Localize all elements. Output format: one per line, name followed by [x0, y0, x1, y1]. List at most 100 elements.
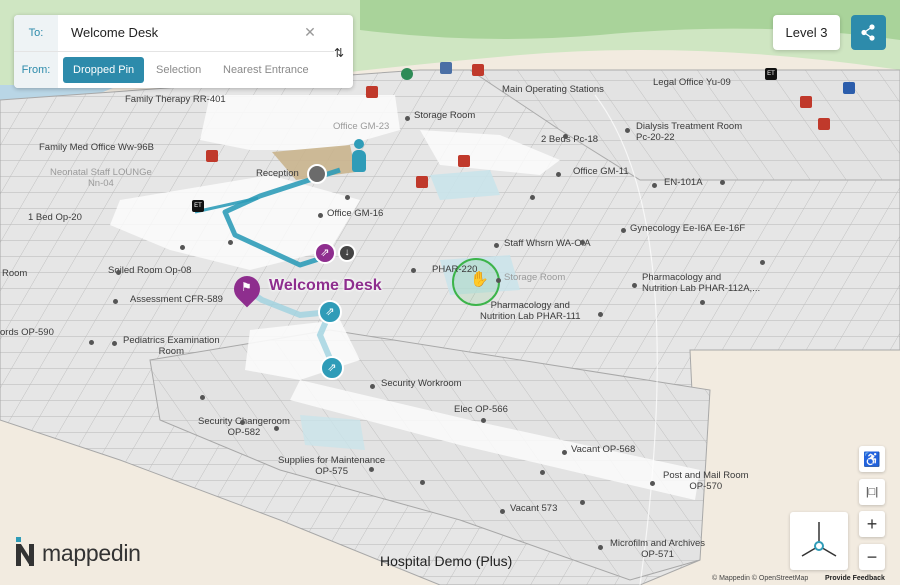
room-marker-dot — [652, 183, 657, 188]
room-label: Family Med Office Ww-96B — [39, 142, 154, 153]
first-aid-icon — [458, 155, 470, 167]
restroom-icon — [472, 64, 484, 76]
destination-label: Welcome Desk — [269, 277, 382, 294]
from-label: From: — [14, 52, 58, 88]
room-marker-dot — [369, 467, 374, 472]
brand-name: mappedin — [42, 540, 141, 566]
first-aid-icon — [800, 96, 812, 108]
room-marker-dot — [700, 300, 705, 305]
minus-icon: − — [866, 547, 878, 567]
drag-hand-icon[interactable] — [452, 258, 500, 306]
room-marker-dot — [274, 426, 279, 431]
plus-icon: + — [866, 514, 878, 534]
room-label: Storage Room — [414, 110, 476, 121]
room-label: Family Therapy RR-401 — [125, 94, 226, 105]
divider — [14, 51, 334, 52]
room-label: Elec OP-566 — [454, 404, 508, 415]
route-panel: To: Welcome Desk ✕ ⇅ From: Dropped Pin S… — [14, 15, 353, 88]
room-label: Dialysis Treatment Room Pc-20-22 — [636, 121, 743, 143]
room-marker-dot — [112, 341, 117, 346]
stairs-icon[interactable]: ⇗ — [320, 356, 344, 380]
restroom-icon — [416, 176, 428, 188]
room-label: Pediatrics Examination Room — [123, 335, 220, 357]
room-marker-dot — [411, 268, 416, 273]
swap-icon[interactable]: ⇅ — [333, 46, 345, 60]
blue-person-marker — [352, 139, 366, 179]
room-marker-dot — [180, 245, 185, 250]
room-label: Assessment CFR-589 — [130, 294, 223, 305]
room-label: Supplies for Maintenance OP-575 — [278, 455, 386, 477]
room-label: Office GM-11 — [573, 166, 629, 177]
level-selector-button[interactable]: Level 3 — [773, 15, 840, 50]
room-marker-dot — [760, 260, 765, 265]
room-label: Main Operating Stations — [502, 84, 604, 95]
provide-feedback-link[interactable]: Provide Feedback — [825, 575, 885, 582]
room-marker-dot — [345, 195, 350, 200]
room-marker-dot — [540, 470, 545, 475]
share-icon — [861, 24, 875, 41]
reception-icon — [307, 164, 327, 184]
room-label: PHAR-220 — [432, 264, 478, 275]
fit-view-button[interactable]: |□| — [859, 479, 885, 505]
room-marker-dot — [370, 384, 375, 389]
fit-view-icon: |□| — [865, 486, 879, 498]
compass-button[interactable] — [790, 512, 848, 570]
room-marker-dot — [228, 240, 233, 245]
restroom-icon — [366, 86, 378, 98]
room-marker-dot — [240, 420, 245, 425]
room-marker-dot — [598, 545, 603, 550]
room-label: EN-101A — [664, 177, 703, 188]
share-button[interactable] — [851, 15, 886, 50]
room-marker-dot — [405, 116, 410, 121]
room-marker-dot — [496, 278, 501, 283]
room-marker-dot — [598, 312, 603, 317]
room-label: Room — [2, 268, 28, 279]
room-marker-dot — [481, 418, 486, 423]
zoom-in-button[interactable]: + — [859, 511, 885, 537]
room-label: 1 Bed Op-20 — [28, 212, 82, 223]
first-aid-icon — [206, 150, 218, 162]
flag-glyph: ⚑ — [241, 280, 252, 294]
from-option-dropped-pin[interactable]: Dropped Pin — [63, 57, 145, 83]
room-label: Office GM-16 — [327, 208, 384, 219]
accessibility-button[interactable]: ♿ — [859, 446, 885, 472]
room-label: Gynecology Ee-I6A Ee-16F — [630, 223, 746, 234]
room-marker-dot — [113, 299, 118, 304]
stairs-icon[interactable]: ⇗ — [318, 300, 342, 324]
from-option-nearest-entrance[interactable]: Nearest Entrance — [223, 64, 309, 76]
room-marker-dot — [580, 240, 585, 245]
green-icon — [401, 68, 413, 80]
room-marker-dot — [650, 481, 655, 486]
room-label: Pharmacology and Nutrition Lab PHAR-112A… — [642, 272, 761, 294]
elevator-icon: ET — [192, 200, 204, 212]
restroom-icon — [818, 118, 830, 130]
room-marker-dot — [89, 340, 94, 345]
escalator-icon[interactable]: ⇗ — [314, 242, 336, 264]
room-label: Soiled Room Op-08 — [108, 265, 192, 276]
drag-hand-marker-glyph: ✋ — [470, 271, 489, 288]
close-icon[interactable]: ✕ — [304, 24, 316, 40]
room-marker-dot — [632, 283, 637, 288]
room-marker-dot — [530, 195, 535, 200]
room-label: Legal Office Yu-09 — [653, 77, 731, 88]
room-marker-dot — [318, 213, 323, 218]
logo-icon — [16, 537, 34, 566]
room-label: Post and Mail Room OP-570 — [663, 470, 749, 492]
room-marker-dot — [556, 172, 561, 177]
room-marker-dot — [562, 450, 567, 455]
room-label: Vacant 573 — [510, 503, 558, 514]
map-title: Hospital Demo (Plus) — [380, 553, 513, 569]
room-label: 2 Beds Pc-18 — [541, 134, 599, 145]
room-label: ords OP-590 — [0, 327, 54, 338]
room-label: Vacant OP-568 — [571, 444, 636, 455]
destination-input[interactable]: Welcome Desk — [71, 25, 159, 40]
compass-icon — [801, 522, 837, 557]
restroom-icon — [440, 62, 452, 74]
room-marker-dot — [200, 395, 205, 400]
zoom-out-button[interactable]: − — [859, 544, 885, 570]
from-option-selection[interactable]: Selection — [156, 64, 202, 76]
room-marker-dot — [625, 128, 630, 133]
room-marker-dot — [580, 500, 585, 505]
to-label: To: — [14, 15, 58, 51]
